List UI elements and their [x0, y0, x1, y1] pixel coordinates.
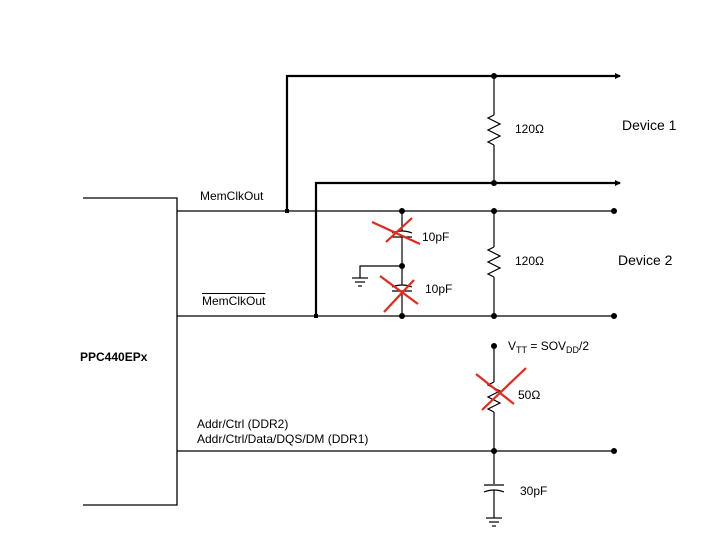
junction-clk [285, 209, 289, 213]
cross-out-cap-bottom [379, 275, 419, 313]
device1-label: Device 1 [622, 117, 677, 133]
device1-clk-wire [285, 74, 620, 211]
addr-ctrl-ddr1-label: Addr/Ctrl/Data/DQS/DM (DDR1) [197, 432, 369, 446]
device2-clk-terminal [611, 208, 617, 214]
device1-arrow-top [615, 73, 621, 79]
device1-clk-n-wire [314, 181, 620, 316]
term-resistor [486, 381, 502, 413]
device2-resistor [486, 246, 502, 278]
cap-ground-wire [359, 265, 402, 278]
addr-ctrl-ddr2-label: Addr/Ctrl (DDR2) [197, 417, 289, 431]
term-resistor-value: 50Ω [518, 388, 541, 402]
cross-out-cap-top [371, 217, 421, 245]
chip-label: PPC440EPx [80, 350, 148, 364]
addr-ctrl-terminal [611, 448, 617, 454]
memclkout-n-label: MemClkOut [202, 294, 266, 308]
memclkout-label: MemClkOut [200, 189, 264, 203]
vtt-div: /2 [579, 339, 590, 353]
device1-resistor [486, 114, 502, 146]
chip-outline [83, 197, 178, 506]
cap-top-value: 10pF [422, 230, 450, 244]
device1-resistor-value: 120Ω [515, 122, 544, 136]
cross-out-term-resistor [475, 367, 527, 411]
load-cap-value: 30pF [520, 484, 548, 498]
junction-clk-n [314, 314, 318, 318]
cap-bottom-value: 10pF [425, 282, 453, 296]
vtt-label: VTT = SOVDD/2 [508, 339, 589, 357]
vtt-tt-subscript: TT [516, 345, 528, 355]
device2-clk-n-terminal [611, 313, 617, 319]
device1-arrow-bottom [615, 180, 621, 186]
vtt-dd-subscript: DD [566, 345, 580, 355]
device2-resistor-value: 120Ω [515, 254, 544, 268]
device2-label: Device 2 [618, 252, 673, 268]
vtt-v: V [508, 339, 517, 353]
vtt-eq: = SOV [527, 339, 567, 353]
